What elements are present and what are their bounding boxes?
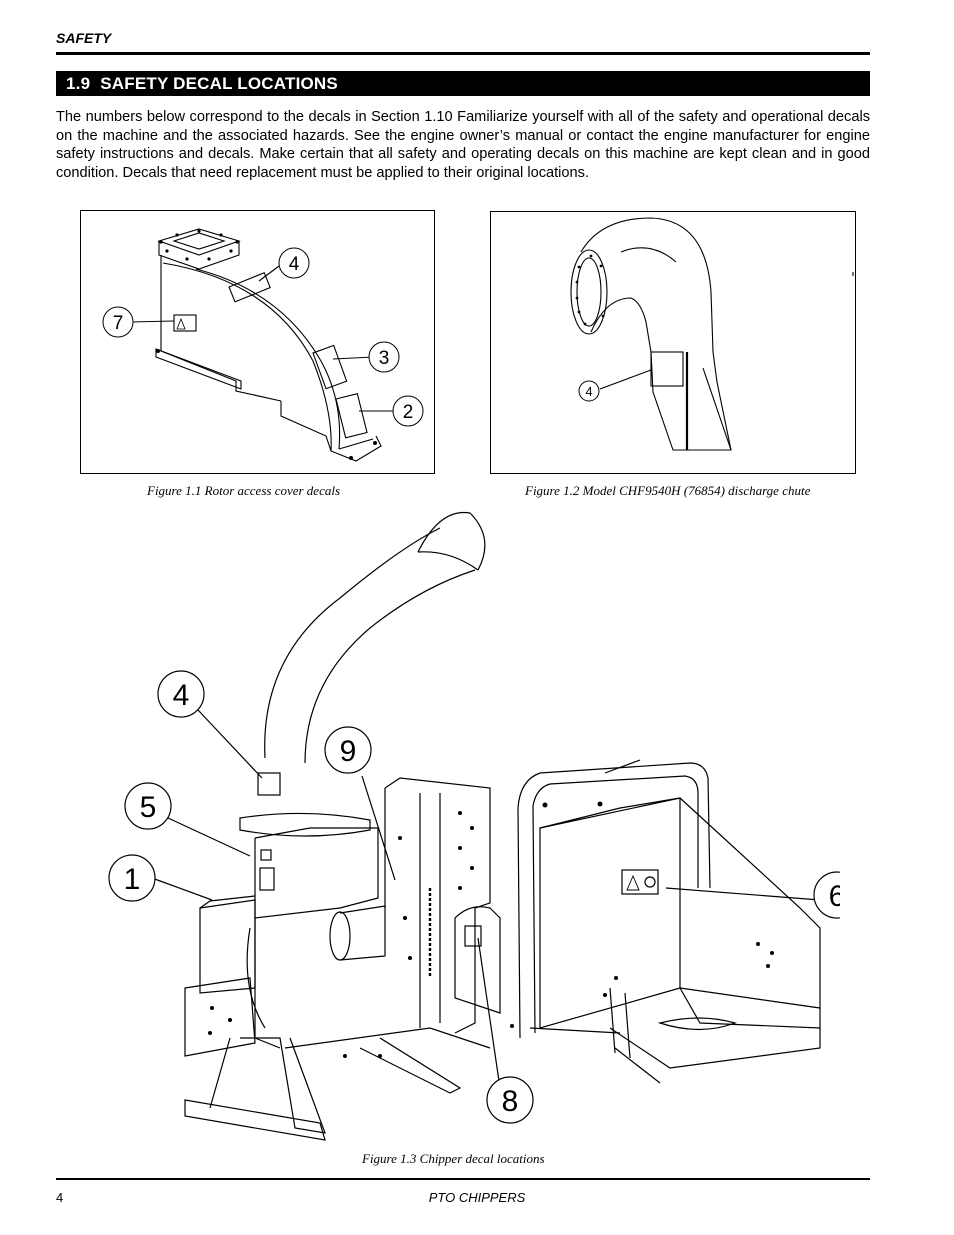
svg-text:4: 4 — [289, 254, 300, 275]
figure-3-caption: Figure 1.3 Chipper decal locations — [362, 1151, 545, 1166]
svg-text:3: 3 — [379, 348, 390, 369]
figure-discharge-chute: 4 — [490, 211, 856, 474]
callout-7: 7 — [102, 306, 134, 338]
svg-text:7: 7 — [113, 313, 124, 334]
svg-text:2: 2 — [403, 402, 414, 423]
callout-9-main: 9 — [324, 726, 372, 774]
running-head: SAFETY — [56, 30, 112, 46]
figure-chipper-decal-locations: 4 9 5 1 6 8 — [100, 508, 861, 1153]
callout-8-main: 8 — [486, 1076, 534, 1124]
page-number: 4 — [56, 1190, 64, 1205]
svg-text:9: 9 — [340, 735, 357, 768]
intro-paragraph: The numbers below correspond to the deca… — [56, 109, 870, 181]
callout-5-main: 5 — [124, 782, 172, 830]
figure-2-caption: Figure 1.2 Model CHF9540H (76854) discha… — [525, 483, 811, 498]
footer-title: PTO CHIPPERS — [428, 1190, 526, 1205]
figure-rotor-access-cover: 4 7 3 2 — [80, 210, 435, 474]
svg-text:8: 8 — [502, 1085, 519, 1118]
svg-text:5: 5 — [140, 791, 157, 824]
callout-4-chute: 4 — [578, 380, 600, 402]
svg-text:1: 1 — [124, 863, 141, 896]
discharge-chute-drawing: 4 — [570, 217, 854, 451]
footer-rule — [56, 1178, 870, 1180]
callout-6-main: 6 — [813, 871, 861, 919]
chipper-drawing: 4 9 5 1 6 8 — [108, 511, 861, 1141]
rotor-cover-drawing: 4 7 3 2 — [102, 228, 424, 462]
header-rule — [56, 52, 870, 55]
section-title: SAFETY DECAL LOCATIONS — [100, 74, 338, 93]
callout-4-main: 4 — [157, 670, 205, 718]
callout-3: 3 — [368, 341, 400, 373]
svg-text:6: 6 — [829, 880, 840, 913]
svg-text:4: 4 — [173, 679, 190, 712]
svg-text:4: 4 — [585, 384, 592, 399]
callout-1-main: 1 — [108, 854, 156, 902]
figure-1-caption: Figure 1.1 Rotor access cover decals — [147, 483, 341, 498]
section-heading: 1.9 SAFETY DECAL LOCATIONS — [56, 71, 870, 96]
section-number: 1.9 — [66, 74, 91, 93]
callout-4: 4 — [278, 247, 310, 279]
callout-2: 2 — [392, 395, 424, 427]
